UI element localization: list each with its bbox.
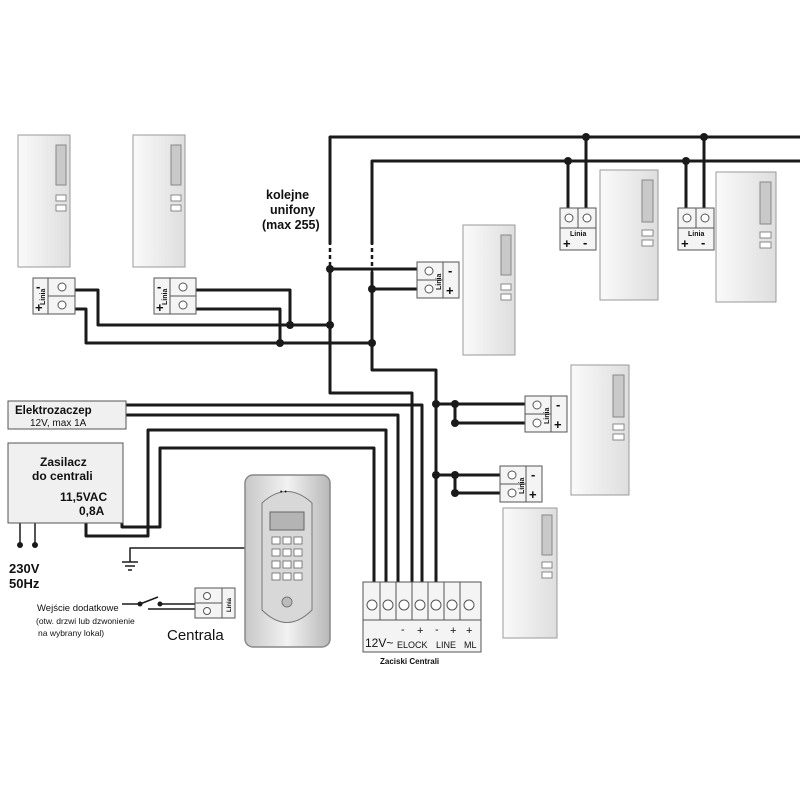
handset [599, 169, 659, 301]
psu-output: 11,5VAC [60, 490, 107, 504]
terminal-ml-label: ML [464, 640, 477, 650]
door-panel [244, 474, 331, 648]
door-lock-title: Elektrozaczep [15, 405, 92, 417]
more-handsets-label: unifony [270, 203, 315, 217]
terminal-plus-sign: + [681, 236, 689, 251]
mains-label: 230V [9, 561, 40, 576]
terminal-block-linia [559, 207, 597, 251]
psu-title: do centrali [32, 469, 93, 483]
terminal-line-plus: + [450, 625, 456, 637]
central-terminals-title: Zaciski Centrali [380, 657, 439, 666]
terminal-linia-label: Linia [688, 231, 704, 238]
terminal-block-linia [524, 395, 568, 433]
terminal-linia-label: Linia [570, 231, 586, 238]
aux-input-label: Wejście dodatkowe [37, 603, 119, 614]
terminal-line-minus: - [435, 624, 439, 636]
power-supply-box [7, 442, 124, 524]
terminal-plus-sign: + [529, 487, 537, 502]
terminal-block-linia [32, 277, 76, 315]
terminal-block-linia [416, 261, 460, 299]
aux-input-note: (otw. drzwi lub dzwonienie [36, 616, 135, 626]
door-lock-spec: 12V, max 1A [30, 418, 87, 429]
terminal-plus-sign: + [446, 283, 454, 298]
terminal-minus-sign: - [531, 467, 535, 482]
handset [502, 507, 558, 639]
wires [19, 135, 800, 610]
terminal-block-aux [194, 587, 236, 619]
central-unit-label: Centrala [167, 627, 224, 644]
terminal-block-linia [677, 207, 715, 251]
terminal-line-label: LINE [436, 640, 456, 650]
terminal-linia-label: Linia [40, 289, 47, 305]
handset [17, 134, 71, 268]
terminal-linia-label: Linia [162, 289, 169, 305]
terminal-minus-sign: - [36, 279, 40, 294]
terminal-linia-label: Linia [227, 597, 233, 612]
panel-camera-dots: • • [280, 489, 287, 496]
ground-icon [122, 561, 138, 571]
aux-input-note: na wybrany lokal) [38, 628, 104, 638]
terminal-linia-label: Linia [544, 408, 551, 424]
terminal-block-linia [499, 465, 543, 503]
terminal-linia-label: Linia [519, 478, 526, 494]
more-handsets-label: (max 255) [262, 218, 320, 232]
terminal-block-linia [153, 277, 197, 315]
terminal-linia-label: Linia [436, 274, 443, 290]
terminal-ml-plus: + [466, 625, 472, 637]
terminal-elock-plus: + [417, 625, 423, 637]
terminal-minus-sign: - [448, 263, 452, 278]
terminal-elock-minus: - [401, 624, 405, 636]
door-lock-box [7, 400, 127, 430]
terminal-plus-sign: + [35, 300, 43, 315]
handset [715, 171, 777, 303]
terminal-minus-sign: - [701, 235, 705, 250]
terminal-elock-label: ELOCK [397, 640, 428, 650]
terminal-minus-sign: - [157, 279, 161, 294]
handset [132, 134, 186, 268]
terminal-12v-label: 12V~ [365, 636, 393, 650]
psu-title: Zasilacz [40, 455, 87, 469]
terminal-minus-sign: - [583, 235, 587, 250]
terminal-plus-sign: + [563, 236, 571, 251]
terminal-minus-sign: - [556, 397, 560, 412]
switch-icon [139, 596, 159, 605]
terminal-plus-sign: + [554, 417, 562, 432]
terminal-plus-sign: + [156, 300, 164, 315]
mains-label: 50Hz [9, 576, 40, 591]
central-terminal-strip [362, 581, 482, 653]
psu-output: 0,8A [79, 504, 105, 518]
handset [462, 224, 516, 356]
handset [570, 364, 630, 496]
more-handsets-label: kolejne [266, 188, 309, 202]
